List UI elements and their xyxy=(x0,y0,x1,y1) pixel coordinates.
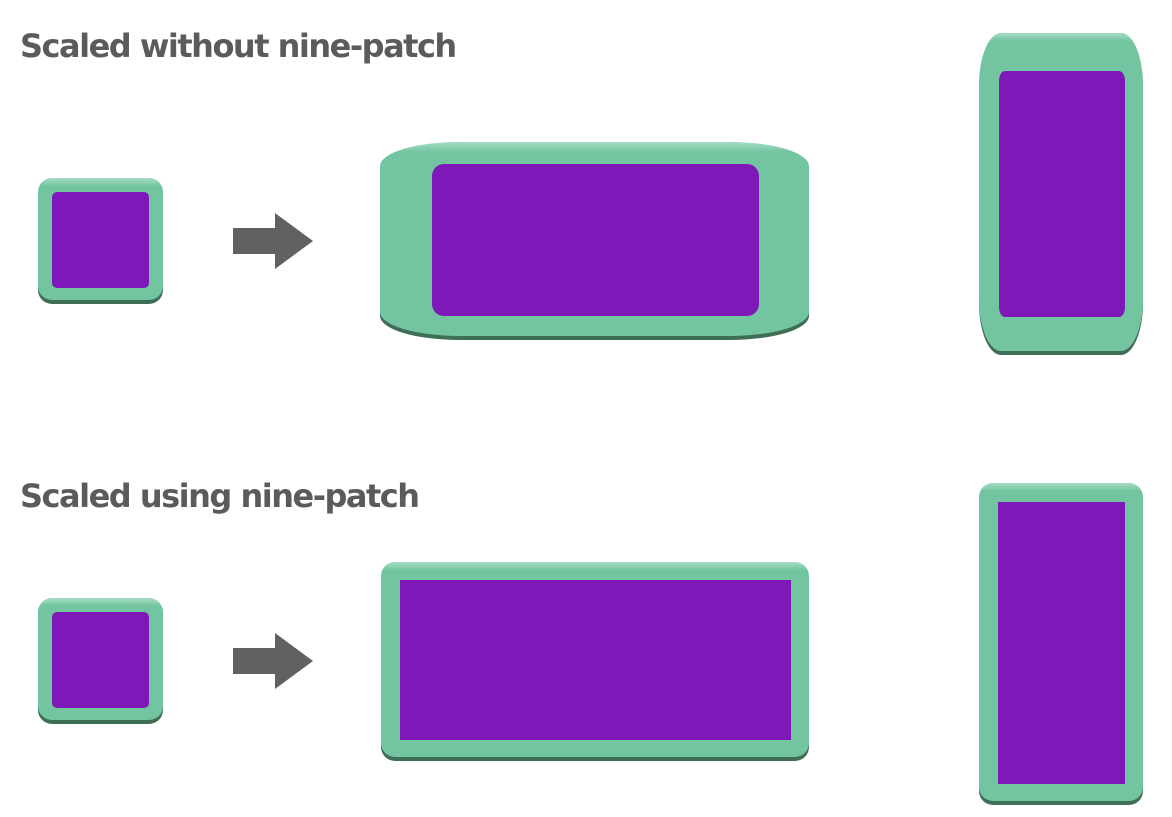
content-area xyxy=(52,192,149,288)
section-title-without-nine-patch: Scaled without nine-patch xyxy=(20,27,457,65)
content-area xyxy=(999,71,1125,317)
gloss-highlight xyxy=(380,142,809,152)
stretched-image-tall-nine-patch xyxy=(979,483,1143,801)
stretched-image-wide-distorted xyxy=(380,142,809,336)
gloss-highlight xyxy=(979,33,1143,41)
content-area xyxy=(400,580,791,740)
gloss-highlight xyxy=(381,562,809,570)
stretched-image-tall-distorted xyxy=(979,33,1143,351)
gloss-highlight xyxy=(979,483,1143,491)
stretched-image-wide-nine-patch xyxy=(381,562,809,757)
section-title-using-nine-patch: Scaled using nine-patch xyxy=(20,477,420,515)
right-arrow-icon xyxy=(233,213,313,269)
right-arrow-icon xyxy=(233,633,313,689)
gloss-highlight xyxy=(38,178,163,186)
source-image-small xyxy=(38,178,163,300)
content-area xyxy=(52,612,149,708)
content-area xyxy=(998,502,1125,784)
content-area xyxy=(432,164,759,316)
gloss-highlight xyxy=(38,598,163,606)
source-image-small xyxy=(38,598,163,720)
